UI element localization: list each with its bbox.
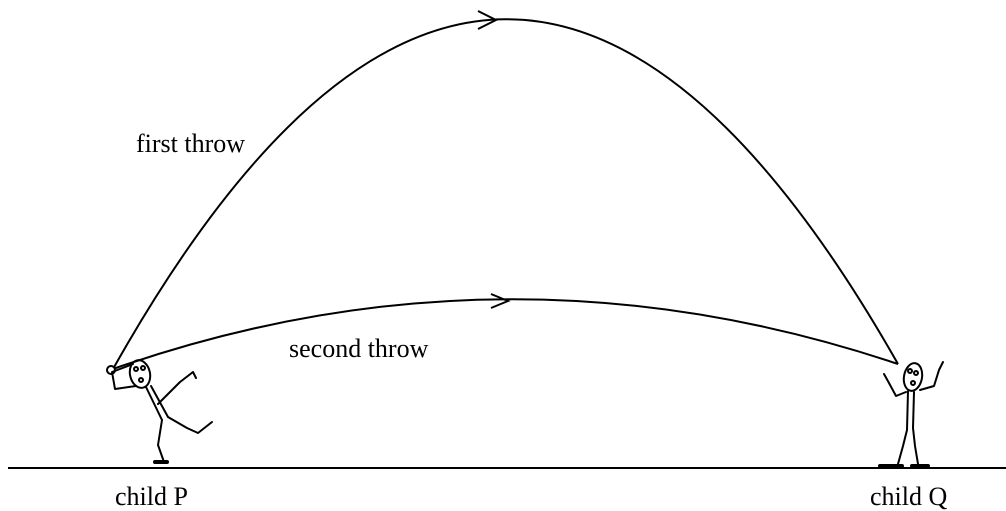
child-q-body [906, 390, 915, 431]
child-p-label: child P [115, 482, 188, 511]
second-throw-arrowhead [490, 293, 511, 309]
child-p-head [128, 359, 152, 389]
child-q-eye-right [913, 370, 919, 376]
child-q-right-arm [919, 361, 944, 391]
first-throw-trajectory [112, 18, 899, 370]
child-q-label: child Q [870, 482, 948, 511]
child-q-head [902, 362, 924, 392]
child-p-throw-arm [111, 363, 137, 390]
second-throw-label: second throw [289, 334, 429, 363]
child-p-figure [111, 359, 213, 464]
child-p-stand-leg [157, 419, 165, 463]
child-p-body [145, 385, 169, 421]
child-q-legs [897, 427, 919, 465]
child-q-left-arm [883, 373, 907, 397]
child-p-eye-right [140, 365, 146, 371]
child-p-right-arm [157, 371, 197, 405]
second-throw-trajectory [112, 298, 899, 370]
first-throw-label: first throw [136, 129, 246, 158]
child-q-figure [878, 361, 944, 468]
ball [106, 365, 116, 375]
child-p-eye-left [133, 366, 139, 372]
child-p-mouth [138, 377, 144, 383]
child-q-eye-left [907, 368, 913, 374]
first-throw-arrowhead [477, 10, 499, 30]
child-p-kick-leg [167, 416, 213, 434]
child-q-mouth [910, 380, 916, 386]
